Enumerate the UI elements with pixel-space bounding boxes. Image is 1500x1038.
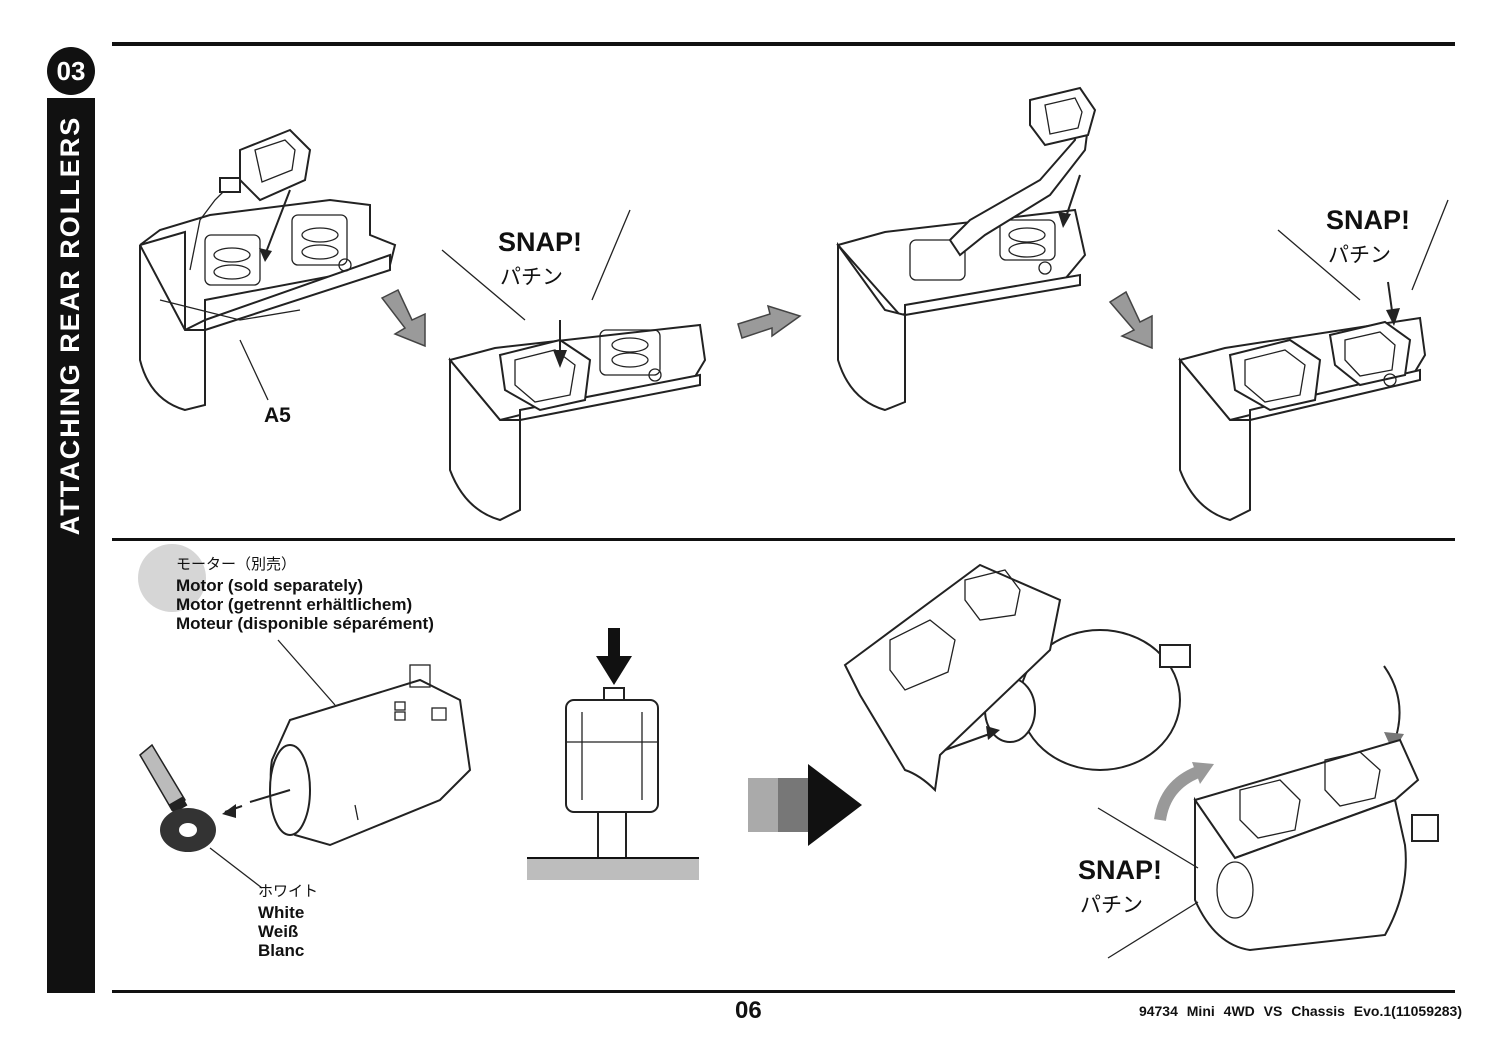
snap-kana-1: パチン <box>500 265 563 289</box>
pinion-note-de: Weiß <box>258 922 299 941</box>
motor-note-de: Motor (getrennt erhältlichem) <box>176 595 413 614</box>
product-code: 94734 Mini 4WD VS Chassis Evo.1(11059283… <box>1138 1003 1462 1019</box>
chassis-figure-2 <box>441 209 707 522</box>
snap-label-2: SNAP! <box>1326 205 1411 235</box>
grease-tube <box>139 743 188 814</box>
pinion-note-fr: Blanc <box>258 941 305 960</box>
pinion-gear <box>160 808 216 852</box>
pinion-note-jp: ホワイト <box>258 882 319 900</box>
direction-arrow-icon <box>380 288 426 348</box>
motor-note-jp: モーター（別売） <box>176 555 297 573</box>
progress-arrow-icon <box>748 764 862 846</box>
gear-spot-icon <box>138 544 206 612</box>
direction-arrow-icon <box>737 304 802 339</box>
press-arrow-icon <box>596 656 632 685</box>
snap-kana-2: パチン <box>1328 243 1391 267</box>
chassis-figure-3 <box>836 86 1097 412</box>
motor-figure <box>249 639 472 847</box>
snap-kana-3: パチン <box>1080 893 1143 917</box>
page-number: 06 <box>735 997 762 1024</box>
motor-assembly-figure-2 <box>1097 738 1439 959</box>
direction-arrow-icon <box>1108 290 1153 350</box>
motor-note-en: Motor (sold separately) <box>176 576 364 595</box>
chassis-figure-1 <box>139 128 397 412</box>
step-sidebar <box>47 98 95 993</box>
snap-label-3: SNAP! <box>1078 855 1163 885</box>
pinion-note-en: White <box>258 903 305 922</box>
step-number: 03 <box>56 55 86 86</box>
top-rule <box>112 42 1455 46</box>
step-number-badge: 03 <box>47 47 95 95</box>
motor-assembly-figure-1 <box>843 563 1191 793</box>
bottom-rule <box>112 990 1455 993</box>
middle-rule <box>112 538 1455 541</box>
snap-label-1: SNAP! <box>498 227 583 257</box>
chassis-figure-4 <box>1178 199 1449 522</box>
press-figure <box>527 628 699 880</box>
part-label-a5: A5 <box>264 404 291 427</box>
motor-note-fr: Moteur (disponible séparément) <box>176 614 434 633</box>
rotate-arrow-icon <box>1154 766 1201 822</box>
